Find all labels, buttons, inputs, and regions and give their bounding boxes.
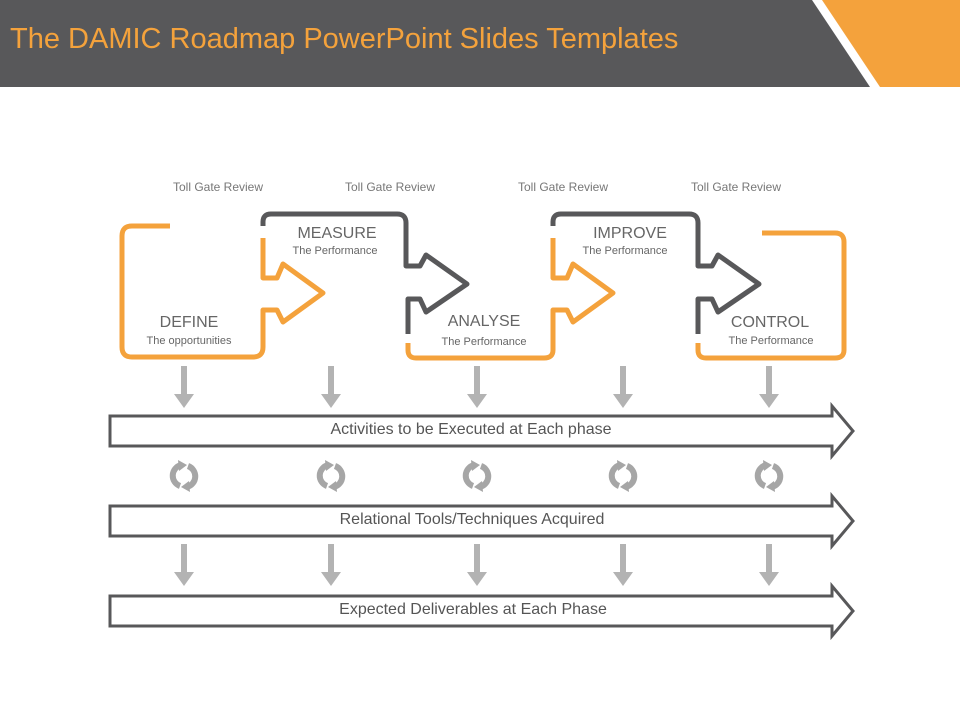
down-arrow-icon (174, 544, 194, 586)
analyse-shape (405, 238, 616, 361)
phase-measure-title: MEASURE (297, 225, 377, 242)
improve-shape (550, 211, 762, 334)
toll-gate-label: Toll Gate Review (172, 180, 264, 194)
down-arrow-icon (321, 366, 341, 408)
down-arrow-icon (467, 544, 487, 586)
phase-improve-title: IMPROVE (593, 225, 667, 242)
measure-shape (260, 211, 470, 334)
phase-control-sub: The Performance (728, 335, 814, 347)
down-arrow-icon (759, 366, 779, 408)
band-arrow-deliverables (108, 581, 855, 641)
phase-analyse-title: ANALYSE (447, 313, 521, 330)
down-arrow-icon (613, 544, 633, 586)
band-activities-label: Activities to be Executed at Each phase (330, 421, 612, 438)
page-title: The DAMIC Roadmap PowerPoint Slides Temp… (10, 23, 679, 55)
phase-measure-sub: The Performance (292, 245, 378, 257)
phase-improve-sub: The Performance (582, 245, 668, 257)
cycle-icon (462, 460, 492, 492)
toll-gate-label: Toll Gate Review (517, 180, 609, 194)
band-deliverables-label: Expected Deliverables at Each Phase (339, 601, 607, 618)
phase-control-title: CONTROL (730, 314, 810, 331)
toll-gate-label: Toll Gate Review (690, 180, 782, 194)
cycle-icon (754, 460, 784, 492)
down-arrow-icon (613, 366, 633, 408)
phase-analyse-sub: The Performance (441, 336, 527, 348)
down-arrow-icon (174, 366, 194, 408)
cycle-icon (316, 460, 346, 492)
phase-define-title: DEFINE (159, 314, 219, 331)
control-shape (695, 230, 847, 361)
down-arrow-icon (759, 544, 779, 586)
header-banner (0, 0, 960, 87)
cycle-icon (608, 460, 638, 492)
phase-define-sub: The opportunities (146, 335, 232, 347)
band-tools-label: Relational Tools/Techniques Acquired (339, 511, 605, 528)
down-arrow-icon (321, 544, 341, 586)
cycle-icon (169, 460, 199, 492)
define-shape (119, 223, 326, 360)
band-arrow-tools (108, 491, 855, 551)
band-arrow-activities (108, 401, 855, 461)
toll-gate-label: Toll Gate Review (344, 180, 436, 194)
down-arrow-icon (467, 366, 487, 408)
